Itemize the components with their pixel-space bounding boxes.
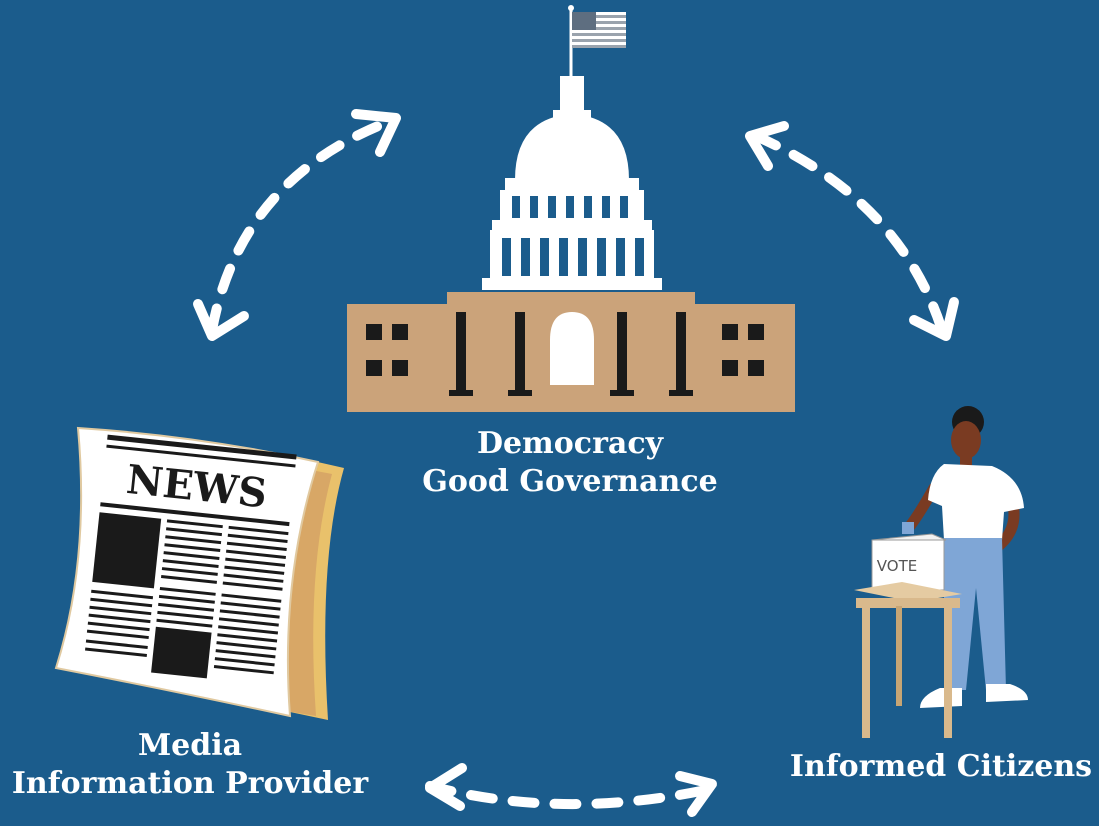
media-label-line1: Media: [137, 728, 243, 763]
arrow-government-citizens: [745, 121, 959, 341]
ballot-box-label: VOTE: [877, 557, 917, 575]
arrow-media-citizens: [425, 763, 717, 817]
media-label: Media Information Provider: [0, 727, 380, 802]
flag-icon: [568, 5, 626, 80]
citizens-label-line1: Informed Citizens: [789, 749, 1093, 784]
government-label-line2: Good Governance: [422, 463, 718, 499]
capitol-icon: [347, 5, 795, 412]
citizens-label: Informed Citizens: [783, 748, 1099, 786]
newspaper-icon: NEWS: [54, 426, 344, 720]
government-label-line1: Democracy: [476, 426, 664, 461]
arrow-media-government: [193, 109, 401, 341]
voter-icon: [904, 406, 1028, 708]
media-label-line2: Information Provider: [11, 765, 369, 801]
government-label: Democracy Good Governance: [400, 425, 740, 500]
table-icon: [854, 582, 962, 738]
ballot-box-icon: VOTE: [871, 522, 947, 591]
